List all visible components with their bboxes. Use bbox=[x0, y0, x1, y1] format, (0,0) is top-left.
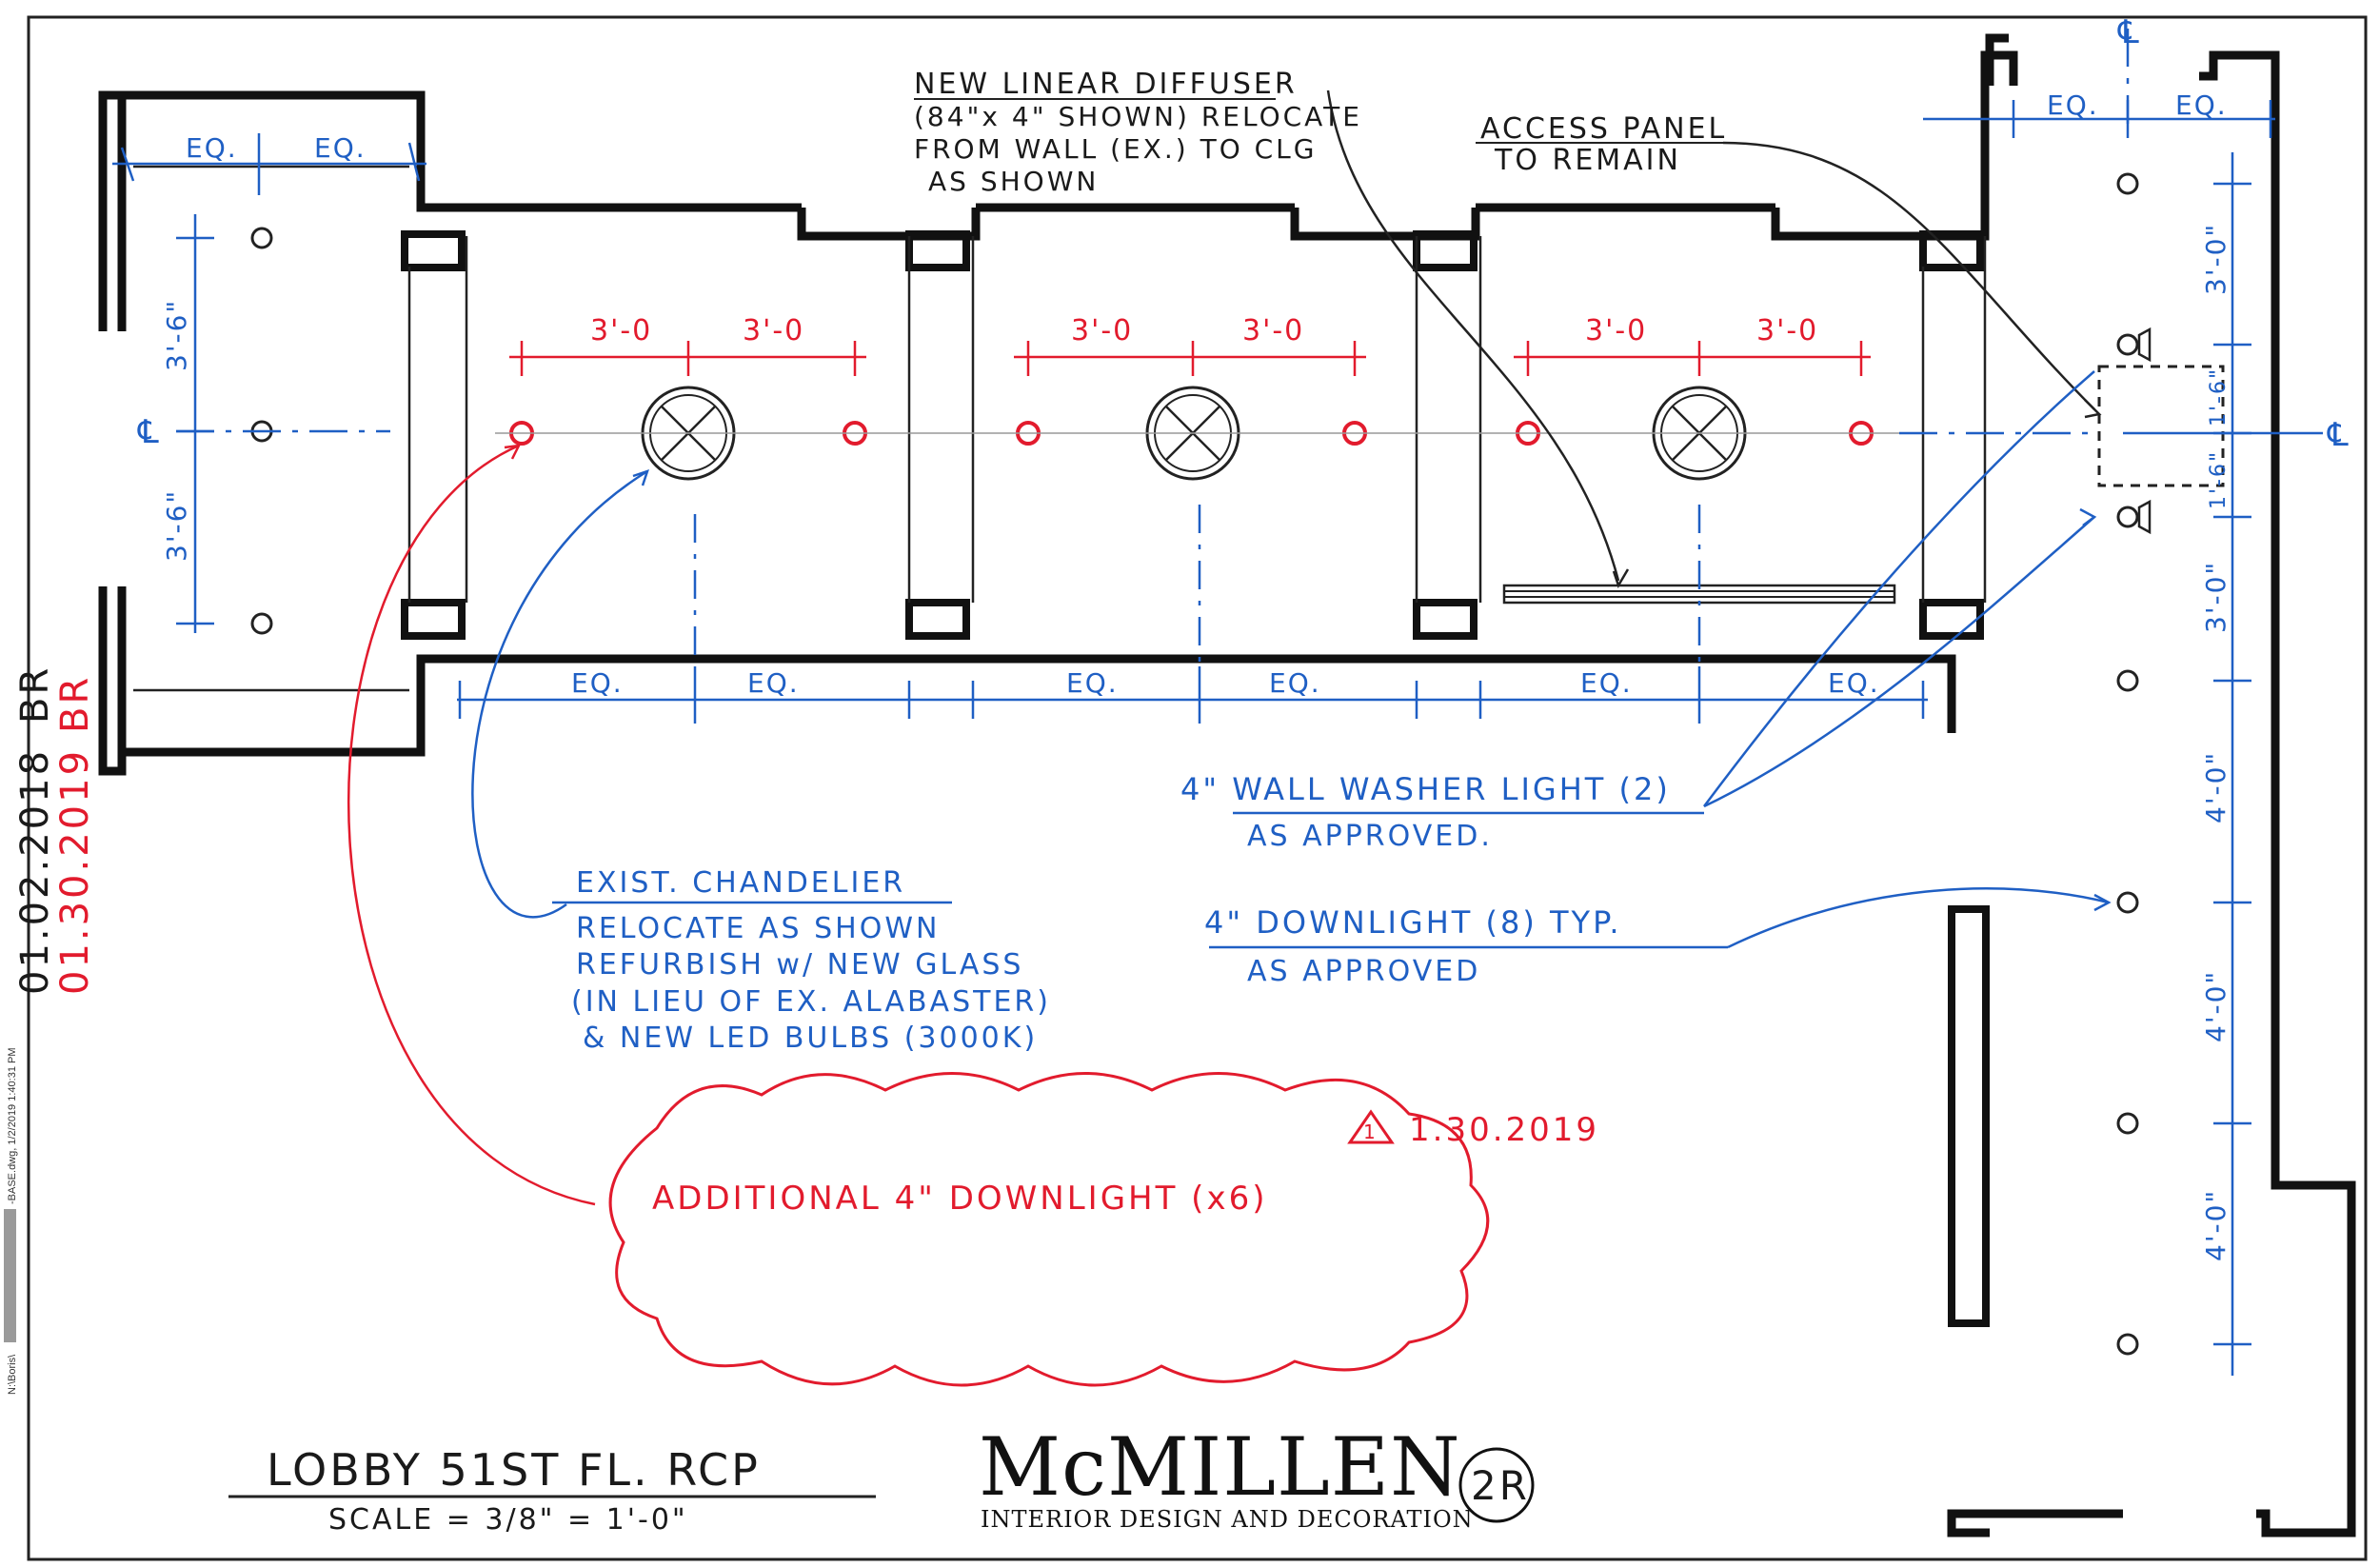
dim-3-0-mid: 3'-0" bbox=[2200, 561, 2231, 633]
right-wing-inner-wall bbox=[1948, 905, 1990, 1327]
blue-dimension-labels: EQ. EQ. EQ. EQ. EQ. EQ. EQ. EQ. EQ. EQ. … bbox=[137, 13, 2350, 1261]
dim-red-3: 3'-0 bbox=[1071, 314, 1133, 347]
original-initials: BR bbox=[13, 665, 57, 724]
right-wing-top-left bbox=[1985, 33, 2009, 86]
dim-4-0-a: 4'-0" bbox=[2200, 751, 2231, 823]
vestibule-bottom-b bbox=[303, 654, 802, 757]
firm-tagline: INTERIOR DESIGN AND DECORATION bbox=[981, 1506, 1474, 1533]
note-chandelier-3: REFURBISH w/ NEW GLASS bbox=[576, 948, 1023, 982]
dim-red-6: 3'-0 bbox=[1756, 314, 1818, 347]
soffit-lines bbox=[133, 165, 1987, 692]
note-downlight-1: 4" DOWNLIGHT (8) TYP. bbox=[1204, 904, 1622, 941]
dim-eq-7: EQ. bbox=[2047, 89, 2099, 121]
existing-downlights bbox=[250, 172, 2139, 1356]
margin-file-info: -BASE.dwg, 1/2/2019 1:40:31 PM bbox=[7, 1048, 18, 1205]
margin-file-path: N:\Boris\ bbox=[7, 1354, 18, 1395]
note-diffuser-line-2: (84"x 4" SHOWN) RELOCATE bbox=[914, 101, 1362, 132]
dim-eq-3: EQ. bbox=[1066, 667, 1119, 699]
red-dimension-labels: 3'-0 3'-0 3'-0 3'-0 3'-0 3'-0 bbox=[590, 314, 1818, 347]
note-wall-washer-1: 4" WALL WASHER LIGHT (2) bbox=[1180, 771, 1671, 807]
drawing-scale: SCALE = 3/8" = 1'-0" bbox=[328, 1503, 688, 1537]
note-chandelier-2: RELOCATE AS SHOWN bbox=[576, 912, 940, 945]
revision-cloud bbox=[608, 1072, 1490, 1387]
dim-red-2: 3'-0 bbox=[743, 314, 804, 347]
access-panel bbox=[2097, 365, 2225, 487]
dim-1-6-lower: 1'-6" bbox=[2207, 450, 2231, 509]
dim-eq-vestibule-right: EQ. bbox=[314, 132, 367, 164]
right-wing-bottom bbox=[1947, 1509, 2123, 1537]
note-diffuser-line-3: FROM WALL (EX.) TO CLG bbox=[914, 133, 1317, 165]
firm-name: McMILLEN bbox=[979, 1420, 1461, 1514]
corridor-top-jog-2 bbox=[1290, 208, 1480, 241]
dim-eq-6: EQ. bbox=[1828, 667, 1880, 699]
sheet-border bbox=[27, 15, 2368, 1561]
revision-number: 1 bbox=[1363, 1121, 1376, 1143]
drawing-title: LOBBY 51ST FL. RCP bbox=[267, 1444, 761, 1496]
dim-3-0-top: 3'-0" bbox=[2200, 223, 2231, 295]
dim-4-0-b: 4'-0" bbox=[2200, 970, 2231, 1042]
revised-initials: BR bbox=[53, 675, 97, 733]
original-date: 01.02.2018 bbox=[13, 748, 57, 995]
left-wall-lower bbox=[98, 586, 127, 776]
revised-date: 01.30.2019 bbox=[53, 748, 97, 995]
margin-redaction-bar bbox=[4, 1209, 16, 1342]
dim-red-1: 3'-0 bbox=[590, 314, 652, 347]
vestibule-top-b bbox=[303, 90, 802, 212]
note-access-panel-1: ACCESS PANEL bbox=[1480, 112, 1727, 146]
dim-3-6-lower: 3'-6" bbox=[161, 489, 192, 562]
note-access-panel-2: TO REMAIN bbox=[1494, 144, 1681, 177]
corridor-top-jog-1 bbox=[797, 208, 981, 241]
dim-1-6-upper: 1'-6" bbox=[2207, 367, 2231, 426]
corridor-top-jog-3 bbox=[1771, 50, 2018, 241]
wall-washer-lights bbox=[2116, 327, 2152, 535]
dim-eq-2: EQ. bbox=[747, 667, 800, 699]
corridor-bottom bbox=[802, 654, 1956, 733]
note-wall-washer-2: AS APPROVED. bbox=[1247, 820, 1493, 853]
dim-3-6-upper: 3'-6" bbox=[161, 299, 192, 371]
leader-lines bbox=[347, 89, 2112, 1206]
dim-eq-4: EQ. bbox=[1269, 667, 1321, 699]
dim-red-5: 3'-0 bbox=[1585, 314, 1647, 347]
red-dimensions bbox=[509, 341, 1871, 376]
dim-eq-1: EQ. bbox=[571, 667, 624, 699]
centerline-left: ℄ bbox=[137, 413, 161, 451]
sheet-number-circle bbox=[1458, 1447, 1535, 1523]
blue-dimensions bbox=[112, 100, 2275, 1376]
note-chandelier-5: & NEW LED BULBS (3000K) bbox=[583, 1022, 1038, 1055]
dim-4-0-c: 4'-0" bbox=[2200, 1189, 2231, 1261]
right-wing-outer bbox=[2199, 50, 2356, 1537]
note-chandelier-1: EXIST. CHANDELIER bbox=[576, 866, 905, 900]
dim-eq-vestibule-left: EQ. bbox=[186, 132, 238, 164]
sheet-number: 2R bbox=[1471, 1462, 1530, 1509]
dim-red-4: 3'-0 bbox=[1242, 314, 1304, 347]
centerline-right: ℄ bbox=[2327, 416, 2350, 454]
dim-eq-8: EQ. bbox=[2175, 89, 2228, 121]
centerline-top: ℄ bbox=[2117, 13, 2141, 51]
revision-delta bbox=[1347, 1109, 1395, 1144]
note-downlight-2: AS APPROVED bbox=[1247, 955, 1480, 988]
note-diffuser-line-4: AS SHOWN bbox=[928, 166, 1099, 197]
left-wall-upper bbox=[98, 90, 127, 331]
note-chandelier-4: (IN LIEU OF EX. ALABASTER) bbox=[571, 985, 1051, 1019]
note-additional-downlight: ADDITIONAL 4" DOWNLIGHT (x6) bbox=[652, 1180, 1267, 1218]
revision-date-tag: 1.30.2019 bbox=[1409, 1111, 1599, 1149]
note-diffuser-line-1: NEW LINEAR DIFFUSER bbox=[914, 68, 1298, 101]
dim-eq-5: EQ. bbox=[1580, 667, 1633, 699]
floor-plan-walls bbox=[98, 33, 2356, 1537]
